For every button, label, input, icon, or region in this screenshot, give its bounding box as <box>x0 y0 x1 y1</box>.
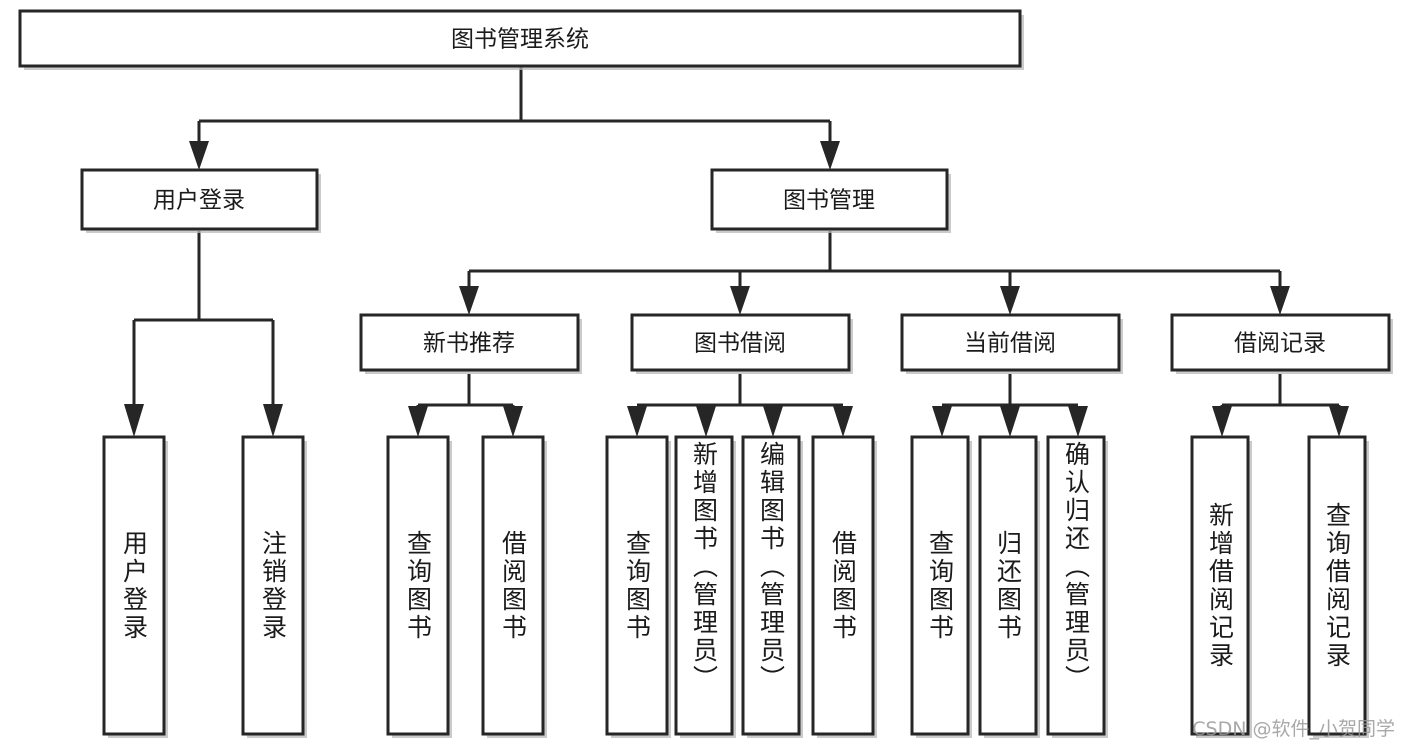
leaf-return-book-box[interactable] <box>978 435 1038 736</box>
arrow-to-leaf-query-book-1 <box>408 406 428 437</box>
borrow-record-label: 借阅记录 <box>1234 331 1326 357</box>
node-book-management[interactable]: 图书管理 <box>710 168 951 233</box>
connector-group-borrow-record <box>1212 374 1349 437</box>
arrow-to-leaf-borrow-book-1 <box>503 406 523 437</box>
connector-group-root <box>189 66 840 170</box>
leaf-add-record-box[interactable] <box>1190 435 1250 736</box>
leaf-user-login-box[interactable] <box>102 435 166 736</box>
node-root[interactable]: 图书管理系统 <box>18 9 1024 70</box>
leaf-logout-box[interactable] <box>241 435 305 736</box>
root-box[interactable] <box>18 9 1022 68</box>
new-book-recommend-box[interactable] <box>359 313 580 372</box>
leaf-query-record-box[interactable] <box>1307 435 1367 736</box>
connector-group-user-login <box>124 231 283 437</box>
leaf-query-book-2-box[interactable] <box>605 435 669 736</box>
csdn-watermark: CSDN @软件_小贺同学 <box>1192 718 1395 740</box>
leaf-boxes <box>102 435 1369 738</box>
node-new-book-recommend[interactable]: 新书推荐 <box>359 313 582 374</box>
arrow-to-new-book-recommend <box>459 286 479 315</box>
arrow-to-leaf-user-login <box>124 404 144 437</box>
borrow-record-box[interactable] <box>1170 313 1391 372</box>
node-user-login[interactable]: 用户登录 <box>80 168 321 233</box>
arrow-to-leaf-add-book <box>696 406 716 437</box>
node-book-borrow[interactable]: 图书借阅 <box>630 313 853 374</box>
arrow-to-leaf-borrow-book-2 <box>833 406 853 437</box>
arrow-to-leaf-query-record <box>1329 406 1349 437</box>
leaf-query-book-3-box[interactable] <box>910 435 970 736</box>
user-login-box[interactable] <box>80 168 319 231</box>
arrow-root-to-user-login <box>189 141 209 170</box>
current-borrow-label: 当前借阅 <box>964 331 1056 357</box>
book-management-box[interactable] <box>710 168 949 231</box>
user-login-label: 用户登录 <box>153 188 245 214</box>
arrow-to-leaf-confirm-return <box>1068 406 1088 437</box>
arrow-to-current-borrow <box>1000 286 1020 315</box>
current-borrow-box[interactable] <box>900 313 1121 372</box>
arrow-to-leaf-edit-book <box>763 406 783 437</box>
arrow-to-leaf-add-record <box>1212 406 1232 437</box>
connector-group-book-borrow <box>627 374 853 437</box>
leaf-confirm-return-box[interactable] <box>1046 435 1106 736</box>
arrow-to-leaf-query-book-3 <box>932 406 952 437</box>
connector-group-new-book-recommend <box>408 374 523 437</box>
book-borrow-box[interactable] <box>630 313 851 372</box>
arrow-root-to-book-management <box>820 141 840 170</box>
leaf-query-book-1-box[interactable] <box>386 435 450 736</box>
leaf-borrow-book-2-box[interactable] <box>811 435 875 736</box>
new-book-recommend-label: 新书推荐 <box>423 331 515 357</box>
book-management-label: 图书管理 <box>783 188 875 214</box>
node-borrow-record[interactable]: 借阅记录 <box>1170 313 1393 374</box>
arrow-to-borrow-record <box>1270 286 1290 315</box>
leaf-add-book-box[interactable] <box>674 435 734 736</box>
arrow-to-leaf-query-book-2 <box>627 406 647 437</box>
root-label: 图书管理系统 <box>451 27 589 53</box>
connector-group-current-borrow <box>932 374 1088 437</box>
book-borrow-label: 图书借阅 <box>694 331 786 357</box>
arrow-to-book-borrow <box>730 286 750 315</box>
arrow-to-leaf-logout <box>263 404 283 437</box>
leaf-borrow-book-1-box[interactable] <box>481 435 545 736</box>
arrow-to-leaf-return-book <box>1000 406 1020 437</box>
connector-group-book-management <box>459 231 1290 315</box>
node-current-borrow[interactable]: 当前借阅 <box>900 313 1123 374</box>
leaf-edit-book-box[interactable] <box>741 435 801 736</box>
